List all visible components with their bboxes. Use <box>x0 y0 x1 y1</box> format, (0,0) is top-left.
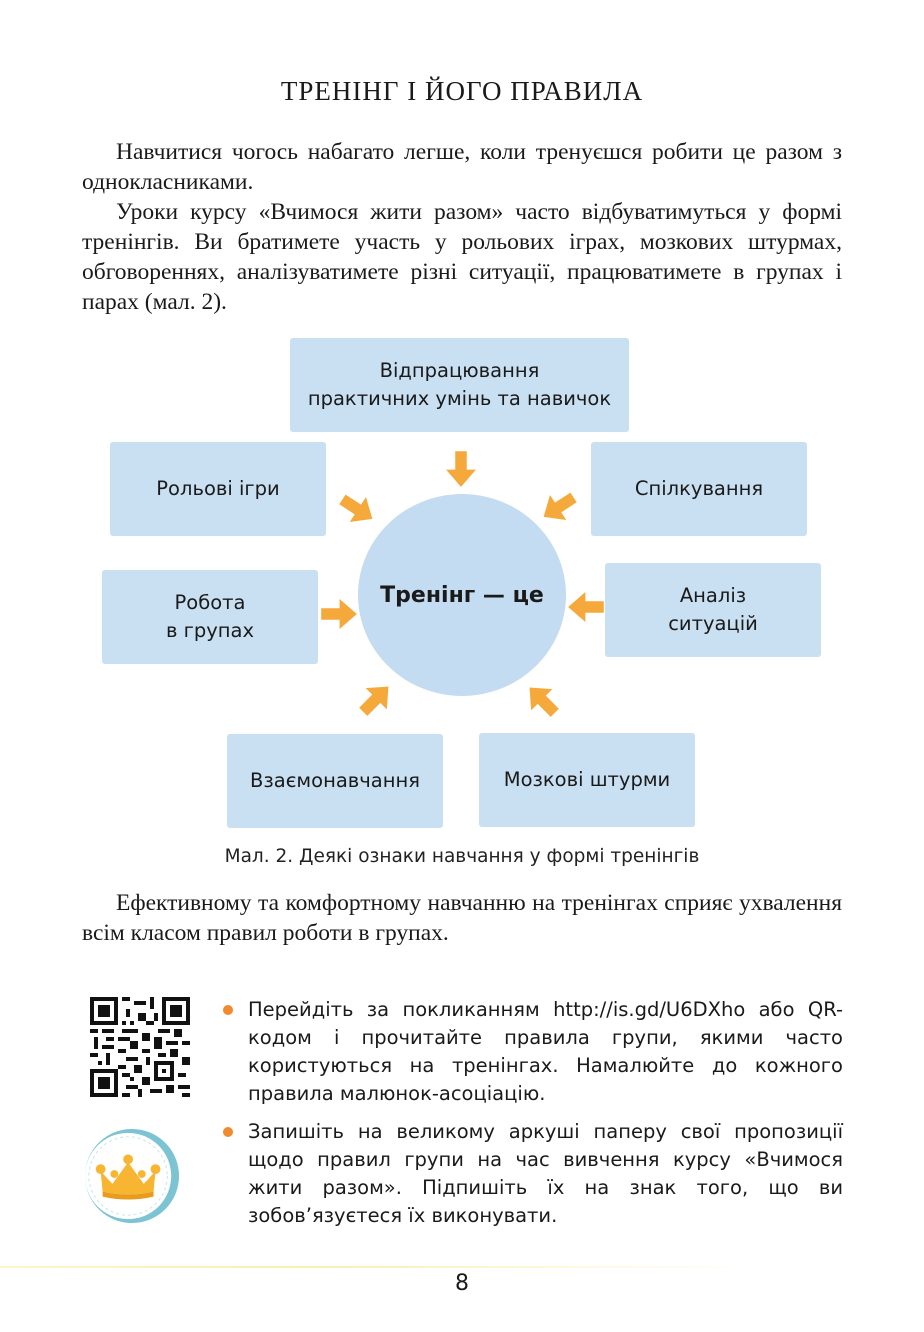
box-role-games: Рольові ігри <box>110 442 326 536</box>
arrow-analysis-icon <box>568 592 604 622</box>
box-practice-skills: Відпрацювання практичних умінь та навичо… <box>290 338 629 432</box>
footer-divider <box>0 1266 760 1268</box>
box-situation-analysis: Аналіз ситуацій <box>605 563 821 657</box>
task-list: Перейдіть за покликанням http://is.gd/U6… <box>220 996 843 1240</box>
box-mutual-learning: Взаємонавчання <box>227 734 443 828</box>
list-item: Перейдіть за покликанням http://is.gd/U6… <box>220 996 843 1108</box>
box-communication: Спілкування <box>591 442 807 536</box>
qr-code-icon[interactable] <box>90 997 190 1097</box>
arrow-group-work-icon <box>321 599 357 629</box>
page-title: ТРЕНІНГ І ЙОГО ПРАВИЛА <box>280 76 644 106</box>
bullet-icon <box>223 1005 233 1015</box>
arrow-top-icon <box>446 451 476 487</box>
box-group-work: Робота в групах <box>102 570 318 664</box>
crown-badge-icon <box>84 1128 180 1224</box>
bullet-icon <box>223 1127 233 1137</box>
intro-paragraph: Навчитися чогось набагато легше, коли тр… <box>82 139 842 195</box>
box-brainstorms: Мозкові штурми <box>479 733 695 827</box>
diagram-center: Тренінг — це <box>358 494 566 696</box>
arrow-role-games-icon <box>334 486 381 532</box>
arrow-communication-icon <box>535 484 582 530</box>
figure-caption: Мал. 2. Деякі ознаки навчання у формі тр… <box>224 846 700 867</box>
arrow-mutual-learning-icon <box>352 675 400 723</box>
list-item: Запишіть на великому аркуші паперу свої … <box>220 1118 843 1230</box>
course-paragraph: Уроки курсу «Вчимося жити разом» часто в… <box>82 199 842 315</box>
rules-paragraph: Ефективному та комфортному навчанню на т… <box>82 890 842 946</box>
arrow-brainstorm-icon <box>518 676 566 724</box>
page-number: 8 <box>455 1271 469 1296</box>
